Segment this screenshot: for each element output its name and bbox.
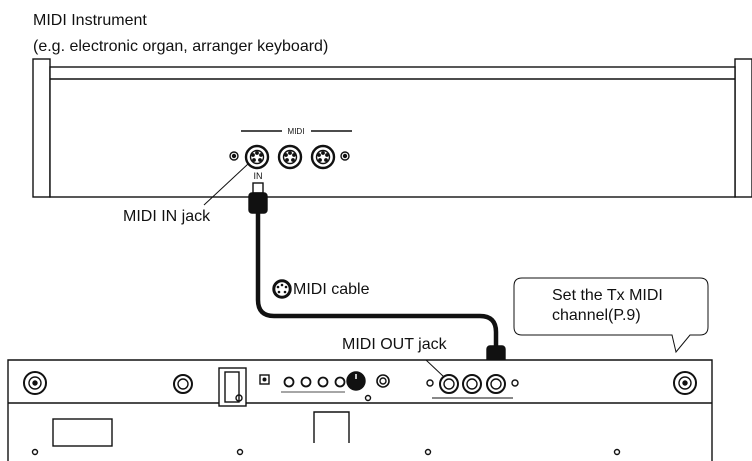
small-button	[259, 374, 270, 385]
midi-cable-icon	[272, 279, 292, 299]
jack-icon	[376, 374, 390, 388]
jack-icon	[173, 374, 193, 394]
screw-icon	[426, 379, 434, 387]
midi-instrument-body	[32, 58, 752, 198]
screw-icon	[364, 394, 372, 402]
instrument-subtitle: (e.g. electronic organ, arranger keyboar…	[33, 38, 329, 55]
screw-icon	[340, 151, 350, 161]
midi-out-jack-label: MIDI OUT jack	[342, 336, 447, 353]
midi-connector-icon	[244, 144, 270, 170]
speech-bubble-line1: Set the Tx MIDI	[552, 287, 663, 304]
midi-in-leader-line	[203, 163, 249, 206]
midi-connector-icon	[277, 144, 303, 170]
power-switch-icon	[218, 367, 247, 407]
screw-icon	[229, 151, 239, 161]
speech-bubble	[513, 277, 709, 354]
screw-icon	[511, 379, 519, 387]
instrument-title: MIDI Instrument	[33, 12, 147, 29]
midi-connector-icon	[310, 144, 336, 170]
knob-icon	[346, 371, 366, 391]
device-back-panel	[7, 359, 713, 461]
midi-in-jack-label: MIDI IN jack	[123, 208, 211, 225]
midi-connector-icon	[462, 374, 482, 394]
midi-connector-icon	[439, 374, 459, 394]
foot-icon	[673, 371, 697, 395]
knob-icon	[281, 376, 346, 393]
midi-cable-label: MIDI cable	[293, 281, 370, 298]
in-port-label: IN	[254, 171, 263, 181]
midi-out-leader-line	[425, 359, 445, 378]
foot-icon	[23, 371, 47, 395]
speech-bubble-line2: channel(P.9)	[552, 307, 641, 324]
midi-panel-label: MIDI	[288, 127, 305, 136]
midi-connector-icon	[486, 374, 506, 394]
